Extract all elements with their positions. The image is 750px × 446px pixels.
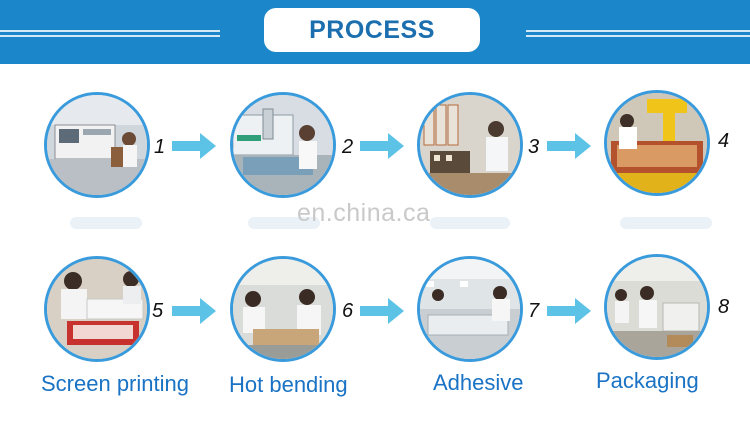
- step-3-photo: [417, 92, 523, 198]
- banner-line-left-top: [0, 30, 220, 32]
- arrow-right-icon: [172, 298, 216, 324]
- faded-label-step-3: [430, 217, 510, 229]
- engraving-machine-photo: [607, 93, 707, 193]
- packaging-photo: [607, 257, 707, 357]
- faded-label-step-2: [248, 217, 320, 229]
- step-2-photo: [230, 92, 336, 198]
- step-8-number: 8: [718, 296, 730, 318]
- arrow-right-icon: [172, 133, 216, 159]
- header-banner: PROCESS: [0, 0, 750, 64]
- hot-bending-photo: [233, 259, 333, 359]
- faded-label-step-4: [620, 217, 712, 229]
- arrow-right-icon: [360, 298, 404, 324]
- banner-line-left-bottom: [0, 35, 220, 37]
- banner-line-right-bottom: [526, 35, 750, 37]
- step-5-number: 5: [152, 300, 164, 322]
- title-box: PROCESS: [264, 8, 480, 52]
- banner-line-right-top: [526, 30, 750, 32]
- step-8-label: Packaging: [596, 368, 699, 393]
- step-8-photo: [604, 254, 710, 360]
- machine-workshop-photo: [47, 95, 147, 195]
- step-6-number: 6: [342, 300, 354, 322]
- arrow-right-icon: [547, 133, 591, 159]
- step-4-number: 4: [718, 130, 730, 152]
- step-2-number: 2: [342, 136, 354, 158]
- bench-work-photo: [420, 95, 520, 195]
- watermark: en.china.ca: [297, 199, 431, 227]
- step-1-photo: [44, 92, 150, 198]
- step-5-photo: [44, 256, 150, 362]
- screen-printing-photo: [47, 259, 147, 359]
- step-5-label: Screen printing: [41, 371, 189, 396]
- page-title: PROCESS: [309, 15, 435, 44]
- step-7-label: Adhesive: [433, 370, 524, 395]
- arrow-right-icon: [547, 298, 591, 324]
- cnc-cutting-photo: [233, 95, 333, 195]
- faded-label-step-1: [70, 217, 142, 229]
- step-1-number: 1: [154, 136, 166, 158]
- step-7-photo: [417, 256, 523, 362]
- step-7-number: 7: [528, 300, 540, 322]
- step-3-number: 3: [528, 136, 540, 158]
- step-6-label: Hot bending: [229, 372, 348, 397]
- adhesive-photo: [420, 259, 520, 359]
- step-4-photo: [604, 90, 710, 196]
- step-6-photo: [230, 256, 336, 362]
- arrow-right-icon: [360, 133, 404, 159]
